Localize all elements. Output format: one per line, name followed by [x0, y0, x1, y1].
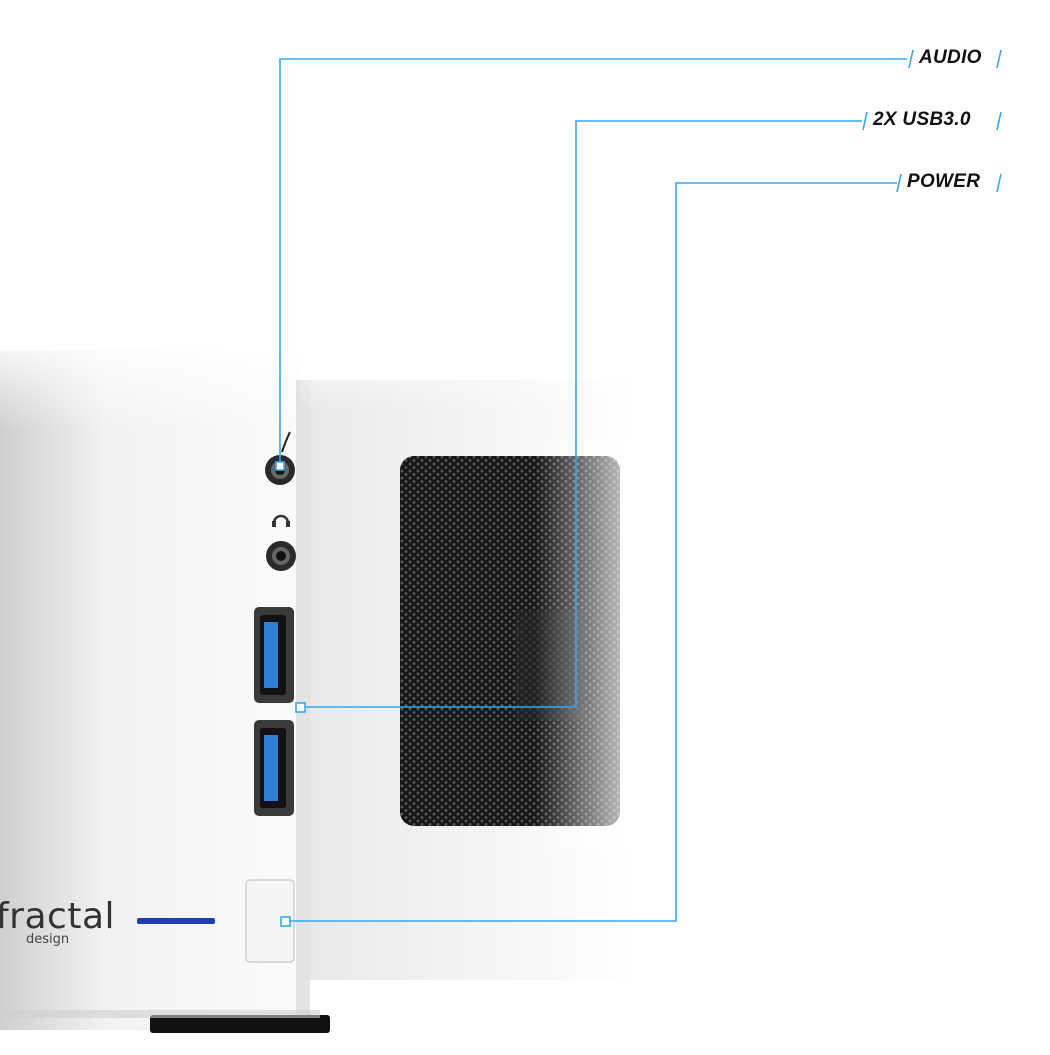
headphone-jack	[266, 541, 296, 571]
usb-label-right-slash	[996, 111, 1002, 131]
case-foot	[150, 1015, 330, 1033]
power-led-strip	[137, 918, 215, 924]
audio-label: AUDIO	[919, 47, 982, 68]
power-anchor-marker	[280, 916, 291, 927]
power-leader-line	[290, 182, 897, 922]
power-label-left-slash	[896, 173, 902, 193]
power-label: POWER	[907, 171, 981, 192]
fractal-design-logo: fractal design	[0, 896, 115, 947]
usb-blue-tongue-1	[264, 622, 278, 688]
usb-label: 2X USB3.0	[873, 109, 971, 130]
power-label-right-slash	[996, 173, 1002, 193]
headphone-icon	[272, 514, 290, 527]
usb-blue-tongue-2	[264, 735, 278, 801]
case-side-panel	[300, 330, 660, 980]
audio-anchor-marker	[275, 461, 285, 471]
audio-label-right-slash	[996, 49, 1002, 69]
case-front-panel	[0, 330, 310, 1030]
usb-port-1	[254, 607, 294, 703]
usb-anchor-marker	[295, 702, 306, 713]
audio-leader-line	[279, 58, 907, 462]
usb-label-left-slash	[862, 111, 868, 131]
svg-text:fractal: fractal	[0, 896, 115, 937]
usb-leader-line	[306, 120, 862, 708]
callout-lines	[275, 49, 1002, 927]
audio-label-left-slash	[908, 49, 914, 69]
svg-text:design: design	[26, 932, 69, 947]
usb-port-2	[254, 720, 294, 816]
